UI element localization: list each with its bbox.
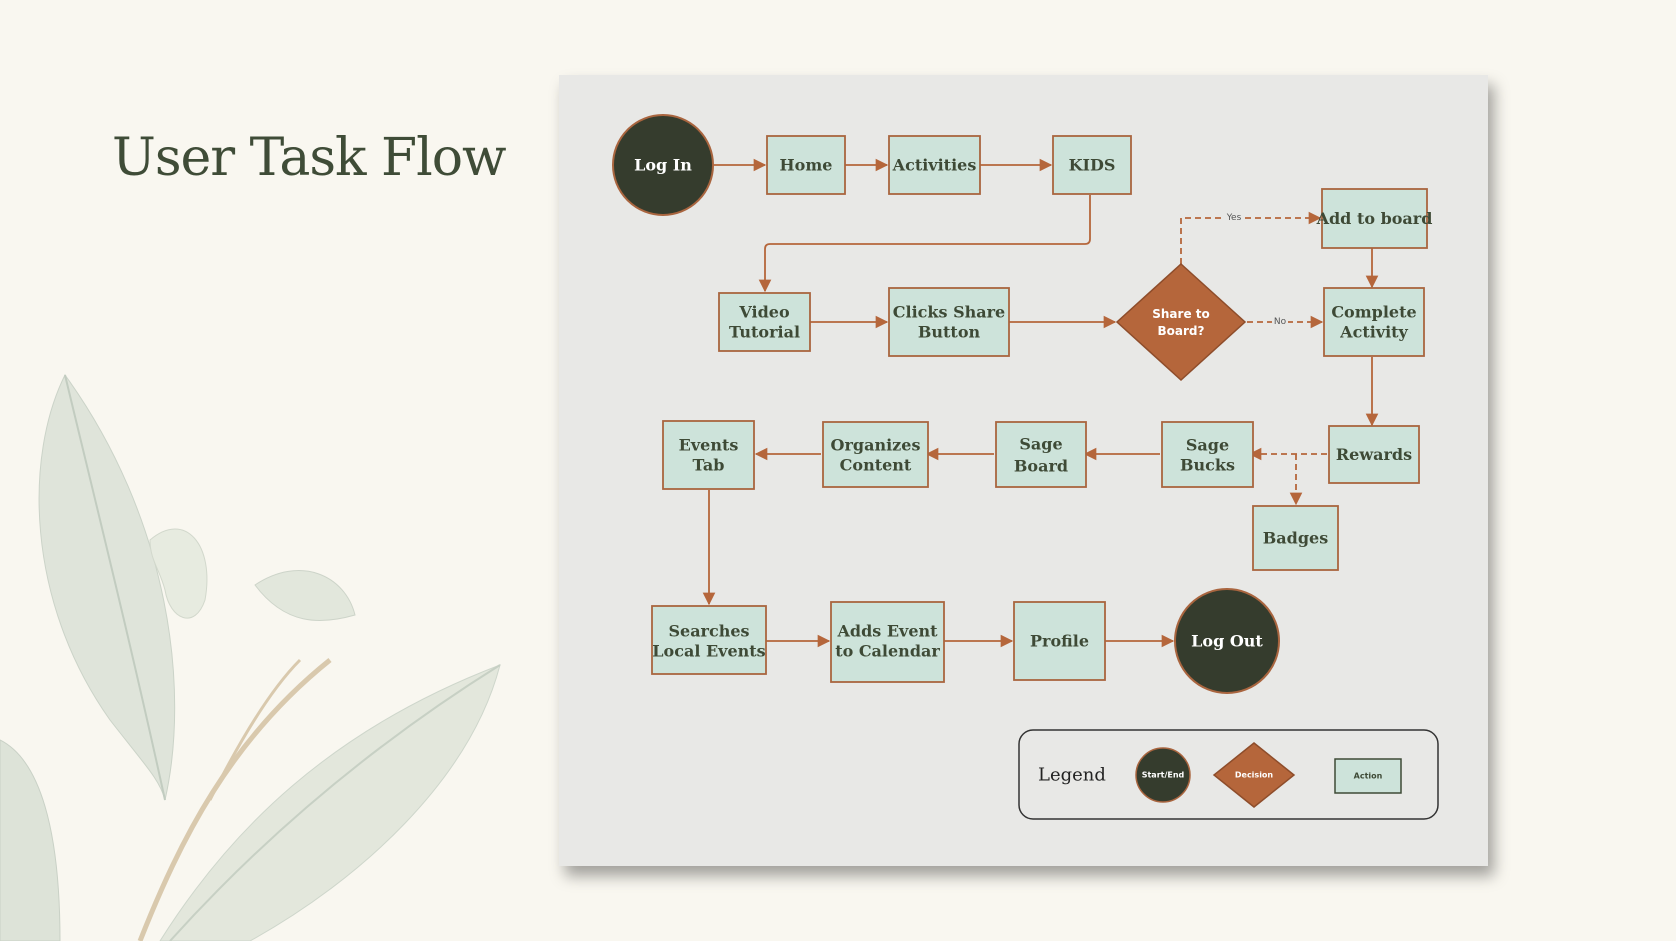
flow-panel: Yes No Log In Log Out Share to Board? — [559, 75, 1488, 866]
node-profile-label: Profile — [1030, 632, 1089, 651]
node-share-decision-line2: Board? — [1158, 324, 1205, 338]
node-searches-local-line2: Local Events — [652, 642, 765, 661]
leaf-stem-2 — [208, 658, 302, 801]
node-clicks-share — [888, 287, 1010, 357]
node-complete-activity-line1: Complete — [1331, 303, 1416, 322]
node-clicks-share-line2: Button — [918, 323, 981, 342]
node-sage-board — [995, 421, 1087, 488]
node-profile — [1013, 601, 1106, 681]
node-sage-bucks-line1: Sage — [1186, 436, 1229, 455]
node-adds-event-line2: to Calendar — [835, 642, 940, 661]
node-organizes-content-line1: Organizes — [831, 436, 921, 455]
node-share-decision: Share to Board? — [1115, 262, 1247, 382]
node-add-to-board-label: Add to board — [1316, 209, 1433, 228]
node-events-tab — [662, 420, 755, 490]
leaf-bud — [149, 528, 208, 619]
page-title: User Task Flow — [112, 128, 507, 188]
leaf-mid — [254, 570, 356, 622]
legend-decision-label: Decision — [1235, 771, 1274, 780]
edge-label-no: No — [1274, 317, 1287, 327]
node-sage-board-line1: Sage — [1019, 435, 1062, 454]
node-sage-bucks — [1161, 421, 1254, 488]
node-activities — [888, 135, 981, 195]
leaf-large — [38, 374, 176, 801]
edges — [702, 158, 1379, 648]
legend-decision-shape — [1212, 742, 1296, 808]
node-home — [766, 135, 846, 195]
edge-label-yes: Yes — [1226, 213, 1242, 223]
node-clicks-share-line1: Clicks Share — [893, 303, 1005, 322]
node-kids — [1052, 135, 1132, 195]
node-log-out-label: Log Out — [1191, 632, 1263, 651]
legend: Legend Start/End Decision Action — [1018, 729, 1439, 820]
node-complete-activity — [1323, 287, 1425, 357]
legend-start-end-shape — [1135, 747, 1191, 803]
legend-box — [1018, 729, 1439, 820]
leaf-bottom-right — [159, 664, 501, 941]
legend-action-shape — [1334, 758, 1402, 794]
node-complete-activity-line2: Activity — [1339, 323, 1408, 342]
node-video-tutorial-line2: Tutorial — [729, 323, 800, 342]
node-events-tab-line1: Events — [679, 436, 739, 455]
node-log-out: Log Out — [1174, 588, 1280, 694]
node-badges-label: Badges — [1263, 529, 1328, 548]
node-video-tutorial — [718, 292, 811, 352]
task-flow-diagram: Yes No Log In Log Out Share to Board? — [612, 114, 1439, 820]
node-searches-local — [651, 605, 767, 675]
node-sage-bucks-line2: Bucks — [1180, 456, 1235, 475]
node-log-in-label: Log In — [634, 156, 692, 175]
node-searches-local-line1: Searches — [668, 622, 749, 641]
node-sage-board-line2: Board — [1014, 457, 1068, 476]
edge-kids-video — [758, 195, 1091, 293]
node-organizes-content — [822, 421, 929, 488]
legend-title: Legend — [1038, 765, 1106, 786]
node-events-tab-line2: Tab — [693, 456, 725, 475]
node-activities-label: Activities — [892, 156, 977, 175]
leaf-left-small — [0, 739, 61, 941]
node-video-tutorial-line1: Video — [738, 303, 790, 322]
leaf-bottom-right-vein — [169, 664, 501, 941]
node-organizes-content-line2: Content — [840, 456, 912, 475]
node-home-label: Home — [780, 156, 833, 175]
leaf-decoration — [0, 374, 501, 941]
node-adds-event-line1: Adds Event — [836, 622, 938, 641]
legend-action-label: Action — [1354, 772, 1383, 781]
node-kids-label: KIDS — [1069, 156, 1116, 175]
leaf-large-vein — [64, 374, 166, 801]
legend-start-end-label: Start/End — [1142, 771, 1185, 780]
node-rewards — [1328, 425, 1420, 484]
node-adds-event — [830, 601, 945, 683]
edge-yes — [1180, 211, 1322, 264]
node-log-in: Log In — [612, 114, 714, 216]
node-badges — [1252, 505, 1339, 571]
node-share-decision-line1: Share to — [1152, 307, 1210, 321]
node-rewards-label: Rewards — [1336, 445, 1412, 464]
node-add-to-board — [1321, 188, 1428, 249]
